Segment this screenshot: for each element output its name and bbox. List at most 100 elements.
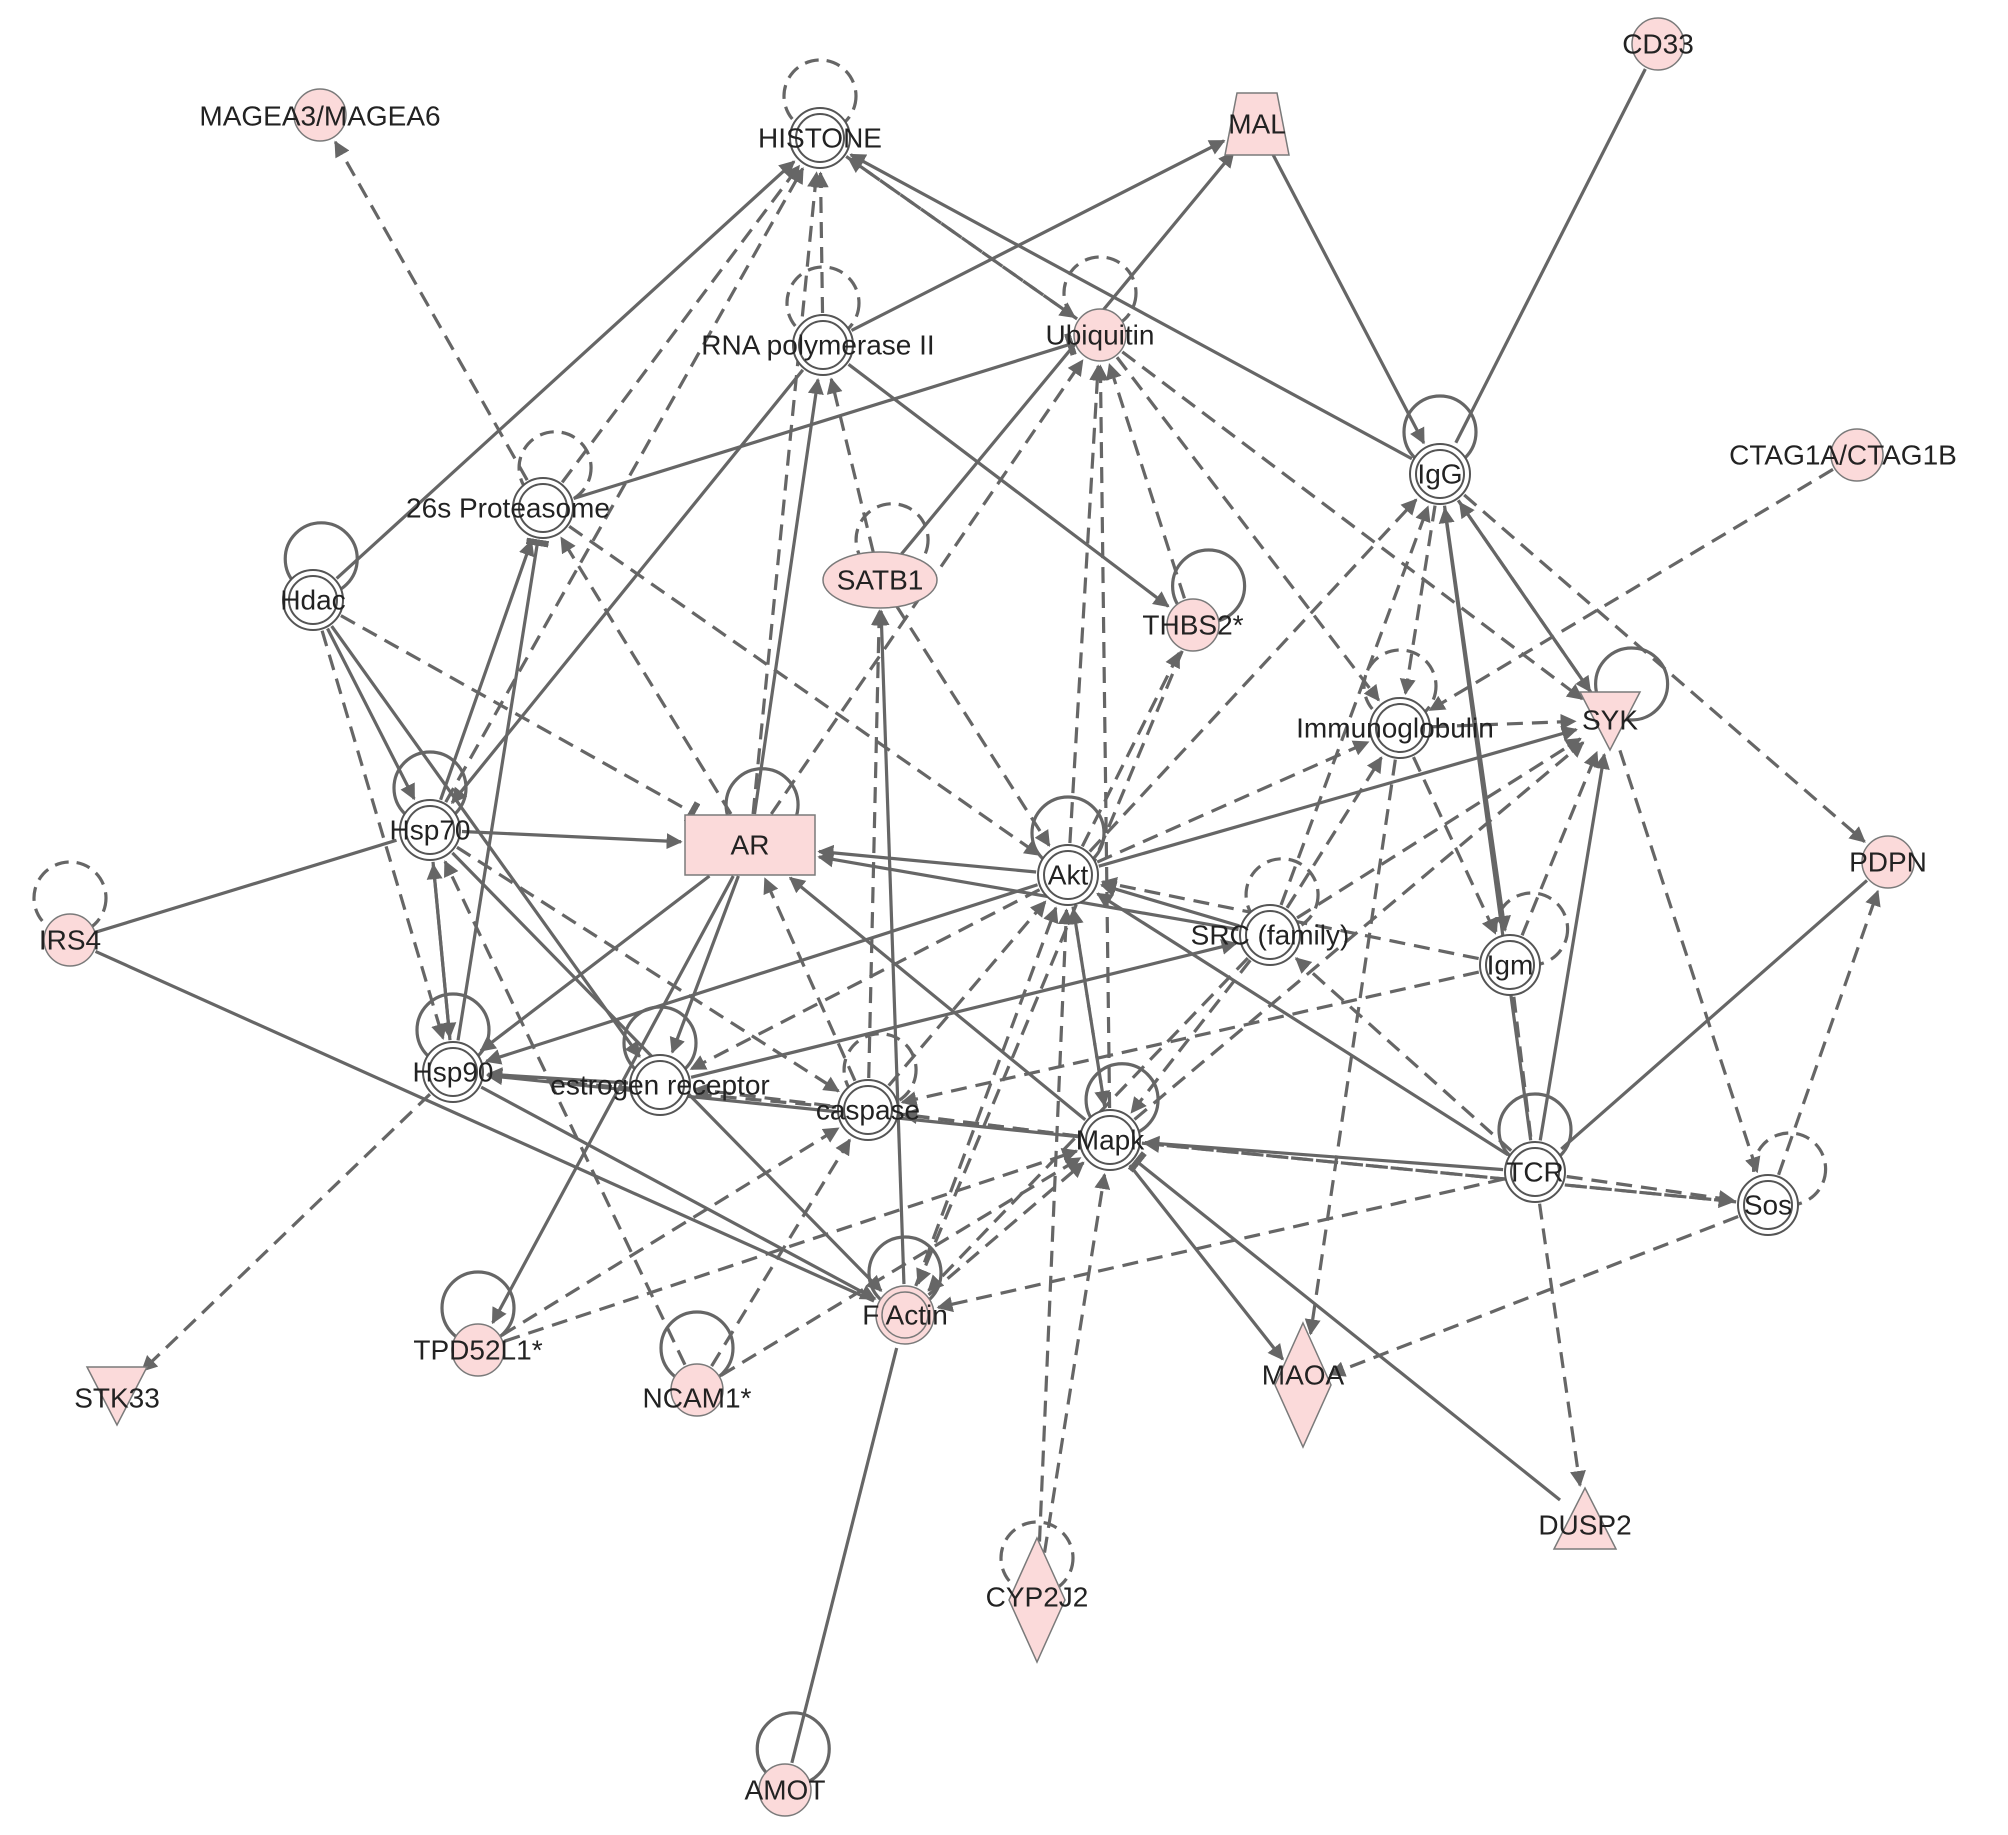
node-ar[interactable]: AR: [684, 814, 816, 876]
node-label: THBS2*: [1142, 610, 1243, 641]
node-dusp2[interactable]: DUSP2: [1538, 1486, 1632, 1550]
node-hdac[interactable]: Hdac: [280, 569, 346, 631]
node-label: Hdac: [280, 585, 345, 616]
node-syk[interactable]: SYK: [1578, 691, 1642, 752]
node-satb1[interactable]: SATB1: [822, 551, 938, 609]
node-er[interactable]: estrogen receptor: [550, 1054, 770, 1116]
node-mapk[interactable]: Mapk: [1076, 1109, 1145, 1171]
node-hsp70[interactable]: Hsp70: [390, 799, 471, 861]
edge-tcr-to-factin: [936, 1177, 1505, 1313]
edge-prot-to-akt: [568, 525, 1041, 857]
edge-hsp70-to-casp: [456, 845, 840, 1093]
node-amot[interactable]: AMOT: [745, 1763, 826, 1817]
edge-ar-to-ubq: [769, 359, 1084, 815]
node-label: CYP2J2: [986, 1582, 1089, 1613]
node-rnapii[interactable]: RNA polymerase II: [701, 314, 935, 376]
node-hsp90[interactable]: Hsp90: [413, 1041, 494, 1103]
node-igg[interactable]: IgG: [1409, 443, 1471, 505]
node-histone[interactable]: HISTONE: [758, 107, 882, 169]
edge-tcr-to-src: [1294, 957, 1513, 1152]
edge-casp-to-hsp90: [486, 1068, 837, 1109]
node-label: AMOT: [745, 1775, 826, 1806]
edge-ar-to-hsp90: [479, 874, 711, 1053]
edge-igg-to-pdpn: [1463, 493, 1866, 843]
node-label: Mapk: [1076, 1125, 1145, 1156]
edge-ubq-to-immuno: [1115, 356, 1381, 702]
edge-ar-to-prot: [559, 536, 733, 815]
node-maoa[interactable]: MAOA: [1262, 1321, 1345, 1449]
edge-ar-to-tpd52l1: [491, 875, 735, 1325]
edge-satb1-to-rnapii: [826, 377, 875, 553]
edge-mapk-to-hsp90: [486, 1069, 1079, 1139]
edge-er-to-hsp90: [486, 1067, 629, 1085]
edge-src-to-mapk: [1130, 959, 1252, 1114]
edge-igg-to-syk: [1456, 499, 1592, 693]
node-label: caspase: [816, 1095, 920, 1126]
edge-mapk-to-ubq: [1092, 364, 1112, 1109]
node-ncam1[interactable]: NCAM1*: [643, 1363, 752, 1417]
edge-casp-to-satb1: [867, 609, 887, 1079]
edge-sos-to-pdpn: [1777, 889, 1881, 1176]
edge-cyp2j2-to-mapk: [1042, 1172, 1111, 1553]
edge-hsp70-to-histone: [444, 167, 805, 803]
edge-ncam1-to-casp: [710, 1138, 852, 1367]
edge-pdpn-to-tcr: [1560, 879, 1869, 1151]
node-label: Igm: [1487, 950, 1534, 981]
edge-immuno-to-igm: [1412, 756, 1497, 935]
node-factin[interactable]: F Actin: [862, 1285, 948, 1345]
node-tcr[interactable]: TCR: [1504, 1141, 1566, 1203]
edge-ctag-to-immuno: [1428, 467, 1834, 712]
edge-syk-to-sos: [1618, 749, 1761, 1174]
node-pdpn[interactable]: PDPN: [1849, 835, 1927, 889]
node-label: MAL: [1228, 109, 1286, 140]
edge-rnapii-to-hsp70: [450, 368, 805, 805]
node-label: TPD52L1*: [413, 1335, 542, 1366]
node-label: Sos: [1744, 1190, 1792, 1221]
node-ctag[interactable]: CTAG1A/CTAG1B: [1729, 428, 1957, 482]
node-magea[interactable]: MAGEA3/MAGEA6: [199, 88, 441, 142]
edge-hsp90-to-factin: [480, 1085, 877, 1301]
edge-igm-to-akt: [1100, 877, 1479, 961]
edge-hdac-to-hsp90: [320, 630, 447, 1040]
node-thbs2[interactable]: THBS2*: [1142, 598, 1244, 652]
node-label: IRS4: [39, 925, 101, 956]
node-label: HISTONE: [758, 123, 882, 154]
node-irs4[interactable]: IRS4: [39, 913, 101, 967]
node-tpd52l1[interactable]: TPD52L1*: [413, 1323, 543, 1377]
node-stk33[interactable]: STK33: [74, 1366, 160, 1427]
edge-hsp90-to-prot: [456, 537, 550, 1041]
node-sos[interactable]: Sos: [1737, 1174, 1799, 1236]
edge-mapk-to-syk: [1133, 741, 1585, 1121]
node-immuno[interactable]: Immunoglobulin: [1296, 697, 1494, 759]
node-label: Akt: [1048, 860, 1089, 891]
edge-igm-to-syk: [1520, 750, 1599, 936]
edge-er-to-src: [690, 939, 1238, 1079]
node-akt[interactable]: Akt: [1037, 844, 1099, 906]
node-mal[interactable]: MAL: [1224, 92, 1290, 156]
edge-factin-to-akt: [914, 906, 1059, 1287]
node-cyp2j2[interactable]: CYP2J2: [986, 1536, 1089, 1664]
edge-cd33-to-igg: [1454, 68, 1647, 444]
edge-src-to-igg: [1279, 505, 1431, 906]
edge-ncam1-to-hsp70: [443, 860, 687, 1366]
node-ubq[interactable]: Ubiquitin: [1046, 308, 1155, 362]
edge-immuno-to-maoa: [1304, 759, 1397, 1336]
edge-ar-to-rnapii: [752, 378, 824, 815]
edge-casp-to-ar: [763, 877, 857, 1082]
node-igm[interactable]: Igm: [1479, 934, 1541, 996]
edge-mal-to-igg: [1271, 153, 1426, 445]
node-casp[interactable]: caspase: [816, 1079, 920, 1141]
node-src[interactable]: SRC (family): [1191, 904, 1350, 966]
edge-tpd52l1-to-casp: [501, 1126, 840, 1337]
node-cd33[interactable]: CD33: [1622, 17, 1694, 71]
node-label: STK33: [74, 1383, 160, 1414]
edge-dusp2-to-mapk: [1127, 1151, 1562, 1502]
edge-tcr-to-syk: [1538, 752, 1610, 1141]
edge-tcr-to-akt: [1096, 892, 1509, 1157]
node-label: PDPN: [1849, 847, 1927, 878]
node-prot[interactable]: 26s Proteasome: [406, 477, 610, 539]
edge-prot-to-histone: [560, 164, 801, 484]
edge-mapk-to-ar: [788, 876, 1087, 1121]
edge-hsp70-to-hsp90: [431, 861, 457, 1039]
